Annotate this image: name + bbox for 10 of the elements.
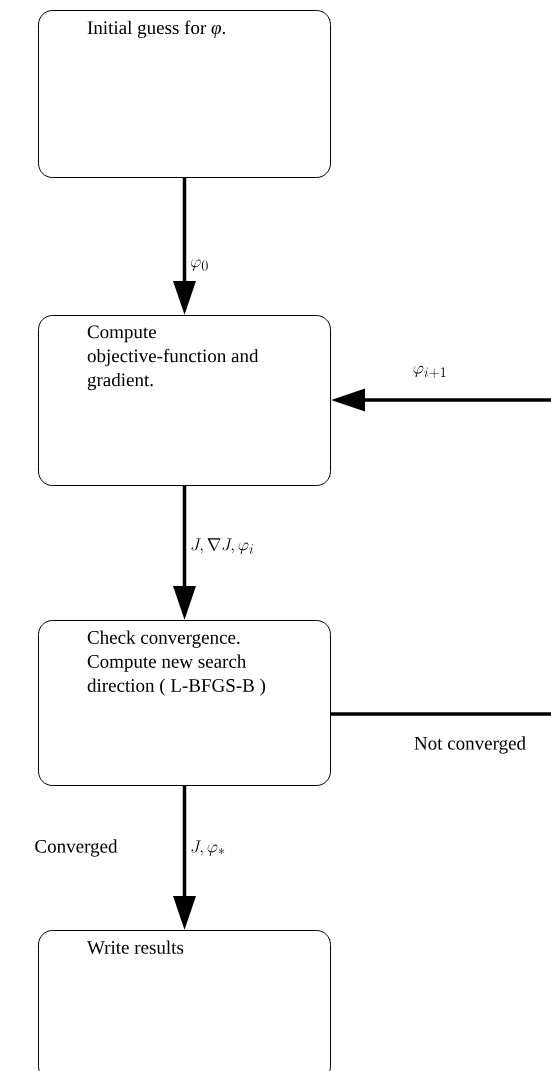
edge-label: $\varphi_0$ [191, 259, 208, 271]
process-box: Check convergence. Compute new search direction ( L-BFGS-B ) [38, 620, 331, 786]
process-box: Write results [38, 930, 331, 1071]
edge-label: Not converged [414, 736, 526, 754]
text-label: Converged [35, 839, 118, 857]
process-box: Compute objective-function and gradient. [38, 315, 331, 486]
edge-label: $\varphi_{i+1}$ [413, 365, 446, 379]
edge-label: $J, \varphi_*$ [191, 840, 225, 856]
edge-label: $J, \nabla J, \varphi_i$ [191, 538, 254, 554]
process-box: Initial guess for φ. [38, 10, 331, 178]
